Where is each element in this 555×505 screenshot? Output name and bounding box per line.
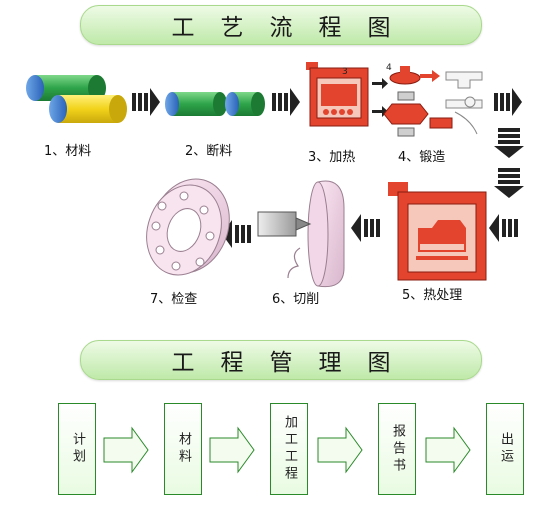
mgmt-box-material: 材料 xyxy=(164,403,202,495)
cut-bars-icon xyxy=(165,92,265,116)
process-flow-title: 工艺流程图 xyxy=(171,15,417,41)
mgmt-box-label: 出运 xyxy=(498,432,513,466)
furnace-number: 3 xyxy=(342,67,348,77)
double-arrow-left-icon xyxy=(351,214,380,242)
forge-number: 4 xyxy=(386,63,392,73)
raw-material-bars-icon xyxy=(26,75,127,123)
double-arrow-left-icon xyxy=(489,214,518,242)
step-label-machining: 6、切削 xyxy=(272,292,320,307)
mgmt-box-processing: 加工工程 xyxy=(270,403,308,495)
step-label-heating: 3、加热 xyxy=(308,150,356,165)
double-arrow-right-icon xyxy=(272,88,300,116)
mgmt-box-label: 加工工程 xyxy=(282,415,297,483)
step-label-heat-treatment: 5、热处理 xyxy=(402,288,463,303)
mgmt-box-report: 报告书 xyxy=(378,403,416,495)
double-arrow-right-icon xyxy=(494,88,522,116)
mgmt-box-label: 报告书 xyxy=(390,423,405,475)
process-flow-title-banner: 工艺流程图 xyxy=(80,5,482,45)
step-label-material: 1、材料 xyxy=(44,144,92,159)
mgmt-box-label: 计划 xyxy=(70,432,85,466)
mgmt-box-plan: 计划 xyxy=(58,403,96,495)
forging-die-icon xyxy=(383,66,483,137)
mgmt-box-shipping: 出运 xyxy=(486,403,524,495)
arrow-right-icon xyxy=(372,78,388,117)
step-label-inspection: 7、检查 xyxy=(150,292,198,307)
finished-flange-icon xyxy=(146,178,230,276)
double-arrow-right-icon xyxy=(132,88,160,116)
mgmt-box-label: 材料 xyxy=(176,432,191,466)
double-arrow-down-icon xyxy=(494,128,524,158)
management-title-banner: 工程管理图 xyxy=(80,340,482,380)
heating-furnace-icon xyxy=(306,62,369,127)
step-label-cutting-material: 2、断料 xyxy=(185,144,233,159)
hollow-arrow-right-icon xyxy=(103,426,471,474)
lathe-cutting-icon xyxy=(257,180,345,288)
heat-treatment-furnace-icon xyxy=(388,182,487,281)
step-label-forging: 4、锻造 xyxy=(398,150,446,165)
double-arrow-down-icon xyxy=(494,168,524,198)
management-title: 工程管理图 xyxy=(171,350,417,376)
